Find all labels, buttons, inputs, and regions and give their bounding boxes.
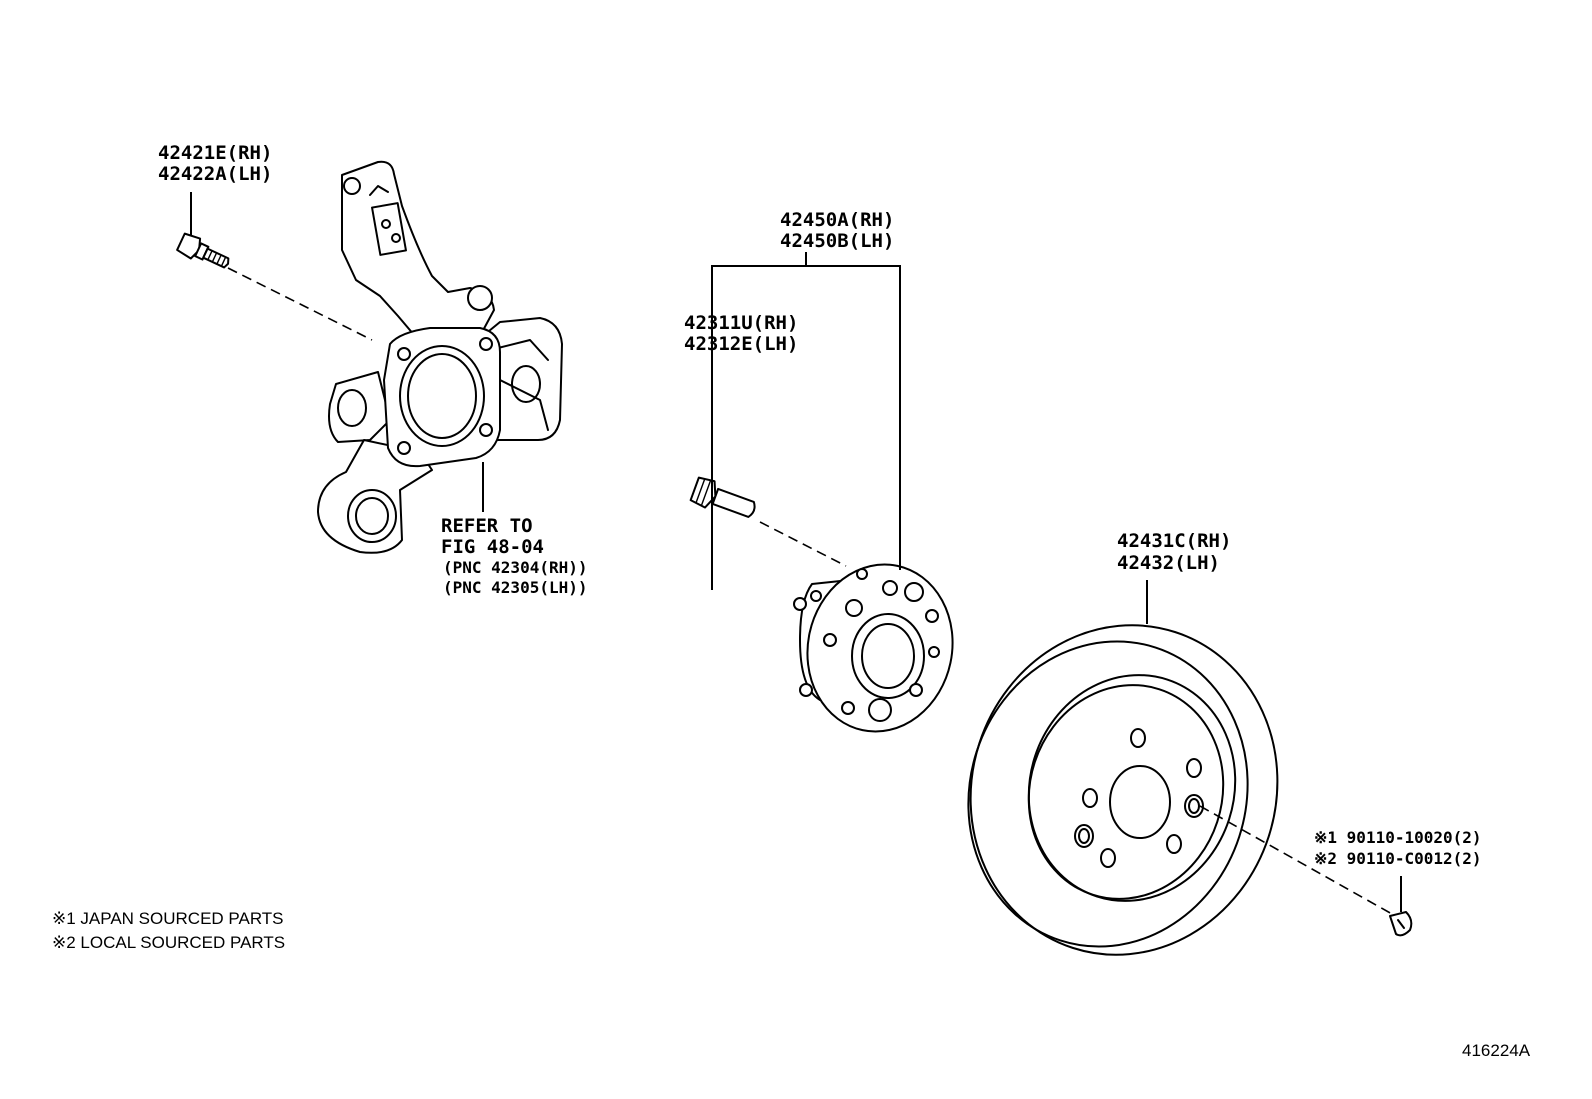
brake-disc-part[interactable] [928,585,1320,995]
disc-screw-part[interactable] [1389,911,1413,937]
hub-assembly-label-rh[interactable]: 42450A(RH) [780,209,894,231]
hub-bolt-label-rh[interactable]: 42311U(RH) [684,312,798,334]
note-local-sourced: ※2 LOCAL SOURCED PARTS [52,933,285,952]
hub-assembly-part[interactable] [792,551,968,745]
hub-assembly-label-lh[interactable]: 42450B(LH) [780,230,894,252]
screw-label-japan[interactable]: ※1 90110-10020(2) [1314,828,1482,847]
screw-label-local[interactable]: ※2 90110-C0012(2) [1314,849,1482,868]
knuckle-bolt-label-rh[interactable]: 42421E(RH) [158,142,272,164]
refer-to-text: REFER TO [441,515,533,537]
screw-dashed-line [1199,805,1393,915]
brake-disc-label-lh[interactable]: 42432(LH) [1117,552,1220,574]
knuckle-bolt-label-lh[interactable]: 42422A(LH) [158,163,272,185]
illustration-id: 416224A [1462,1041,1531,1060]
refer-pnc-lh[interactable]: (PNC 42305(LH)) [443,578,588,597]
knuckle-bolt-part[interactable] [176,192,232,274]
steering-knuckle[interactable] [317,160,563,554]
note-japan-sourced: ※1 JAPAN SOURCED PARTS [52,909,284,928]
hub-bolt-label-lh[interactable]: 42312E(LH) [684,333,798,355]
brake-disc-label-rh[interactable]: 42431C(RH) [1117,530,1231,552]
refer-fig-link[interactable]: FIG 48-04 [441,536,544,558]
knuckle-bolt-dashed-line [227,267,373,341]
refer-pnc-rh[interactable]: (PNC 42304(RH)) [443,558,588,577]
hub-bolt-part[interactable] [689,476,759,524]
hub-bolt-dashed-line [759,521,847,567]
